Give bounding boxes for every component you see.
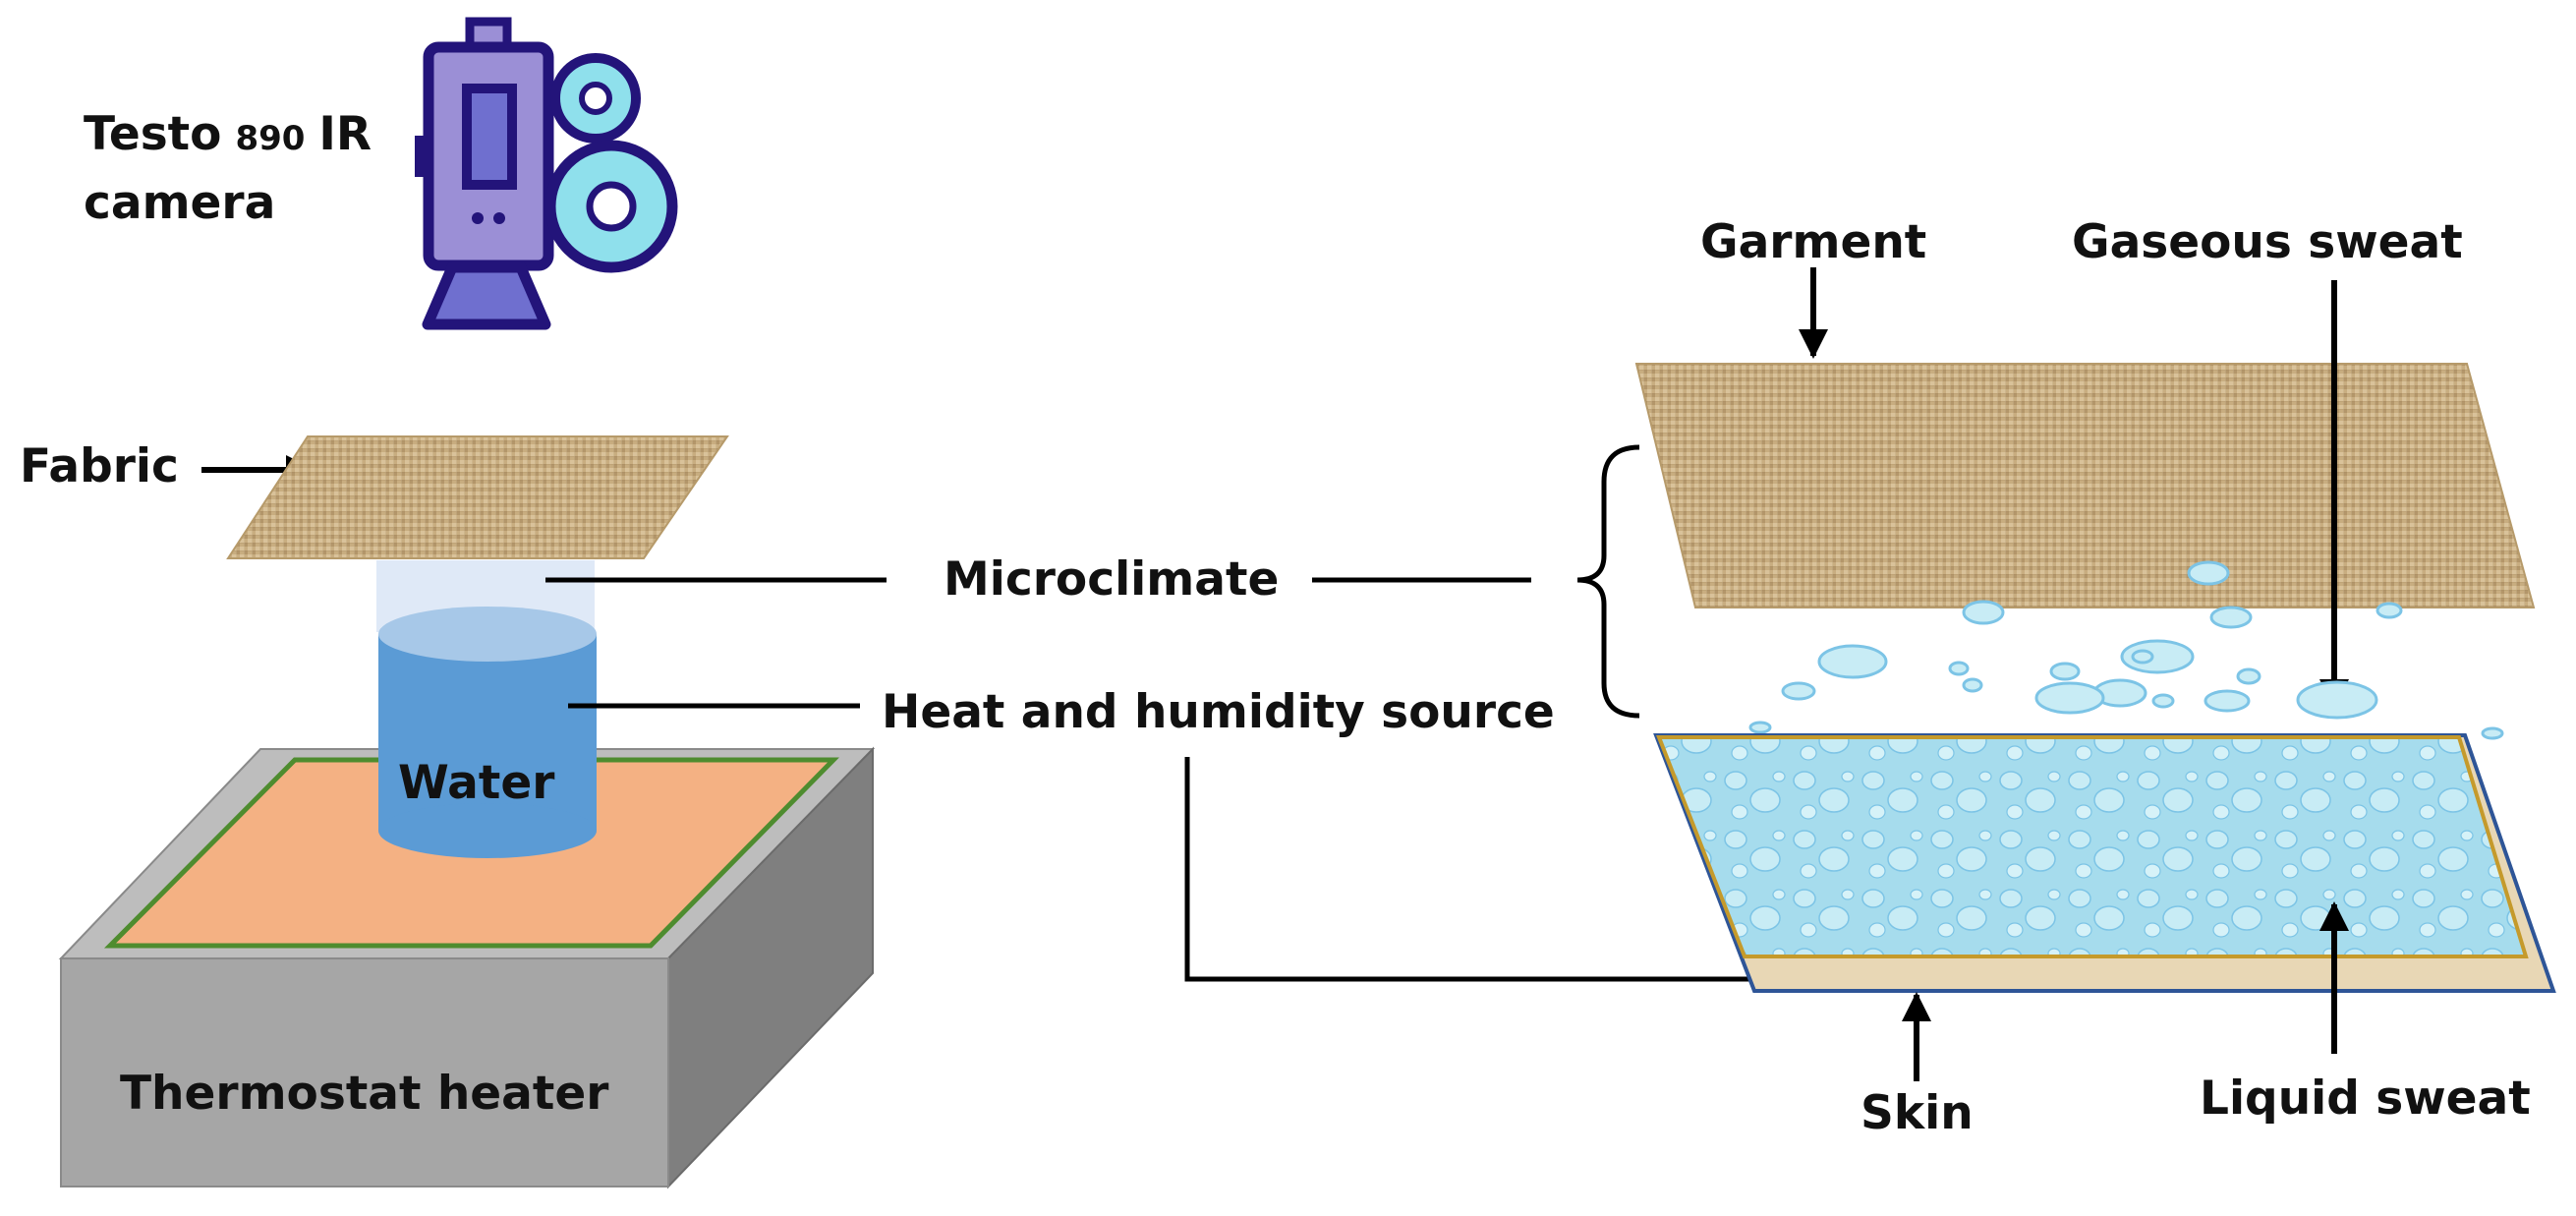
microclimate-label: Microclimate	[944, 552, 1279, 607]
skin-connector-line	[1184, 757, 1754, 982]
fabric-label: Fabric	[20, 439, 179, 493]
water-label: Water	[398, 756, 555, 810]
heater-label: Thermostat heater	[120, 1067, 609, 1121]
garment-swatch	[1634, 363, 2536, 608]
liquid-sweat-layer	[1656, 735, 2529, 958]
camera-icon	[415, 17, 678, 330]
garment-label: Garment	[1700, 215, 1926, 269]
water-cylinder	[378, 607, 597, 858]
skin-label: Skin	[1860, 1086, 1974, 1140]
gaseous-sweat-droplets	[1748, 560, 2504, 740]
fabric-swatch	[226, 435, 729, 559]
microclimate-brace	[1576, 444, 1640, 719]
liquid-sweat-label: Liquid sweat	[2200, 1071, 2531, 1126]
camera-label-camera: camera	[84, 176, 275, 230]
heat-source-label: Heat and humidity source	[882, 685, 1555, 739]
gaseous-sweat-label: Gaseous sweat	[2072, 215, 2463, 269]
